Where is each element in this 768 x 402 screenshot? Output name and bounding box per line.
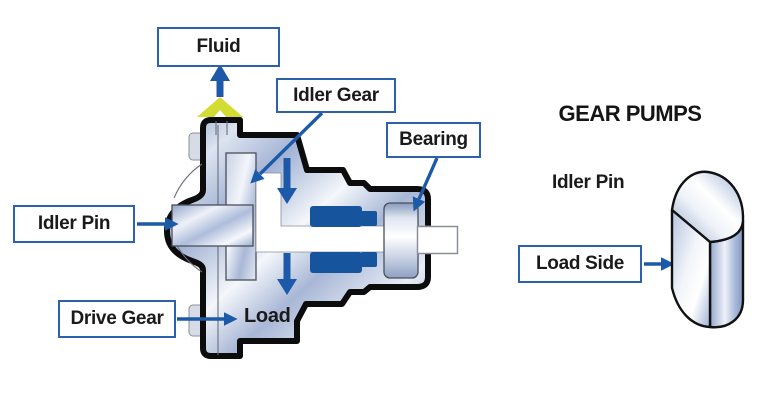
load-side-callout-label: Load Side bbox=[535, 253, 625, 274]
drive-gear-callout: Drive Gear bbox=[58, 300, 176, 338]
gear-teeth-bottom bbox=[310, 252, 362, 273]
idler-pin-part bbox=[171, 204, 254, 247]
bearing-callout: Bearing bbox=[386, 122, 481, 158]
idler-gear-callout: Idler Gear bbox=[276, 78, 396, 113]
page-title: GEAR PUMPS bbox=[558, 101, 702, 126]
bearing-callout-label: Bearing bbox=[399, 129, 468, 150]
idler-gear-arrow bbox=[250, 111, 324, 184]
idler-pin-3d bbox=[670, 170, 745, 329]
idler-pin-callout: Idler Pin bbox=[13, 205, 135, 243]
gear-teeth-top bbox=[310, 206, 362, 227]
idler-pin-callout-label: Idler Pin bbox=[37, 213, 111, 234]
flow-arrow-top bbox=[277, 158, 297, 204]
gear-tooth-bottom-small bbox=[361, 252, 377, 267]
pin-3d-flat-face bbox=[670, 208, 712, 329]
flow-arrow-bottom bbox=[277, 253, 297, 295]
bulge-seam-top bbox=[173, 163, 203, 199]
load-side-callout: Load Side bbox=[518, 245, 642, 283]
fluid-up-arrow bbox=[210, 64, 230, 97]
fluid-callout: Fluid bbox=[157, 27, 280, 67]
idler-gear-callout-label: Idler Gear bbox=[293, 84, 379, 106]
bearing-part bbox=[383, 202, 419, 279]
load-inline-label: Load bbox=[244, 305, 291, 327]
fluid-callout-label: Fluid bbox=[196, 36, 241, 57]
fluid-chevron bbox=[197, 97, 243, 117]
gear-tooth-top-small bbox=[361, 211, 377, 226]
drive-gear-callout-label: Drive Gear bbox=[70, 308, 164, 329]
bearing-arrow bbox=[412, 157, 439, 212]
side-idler-pin-label: Idler Pin bbox=[552, 172, 625, 193]
drive-shaft bbox=[416, 225, 459, 255]
